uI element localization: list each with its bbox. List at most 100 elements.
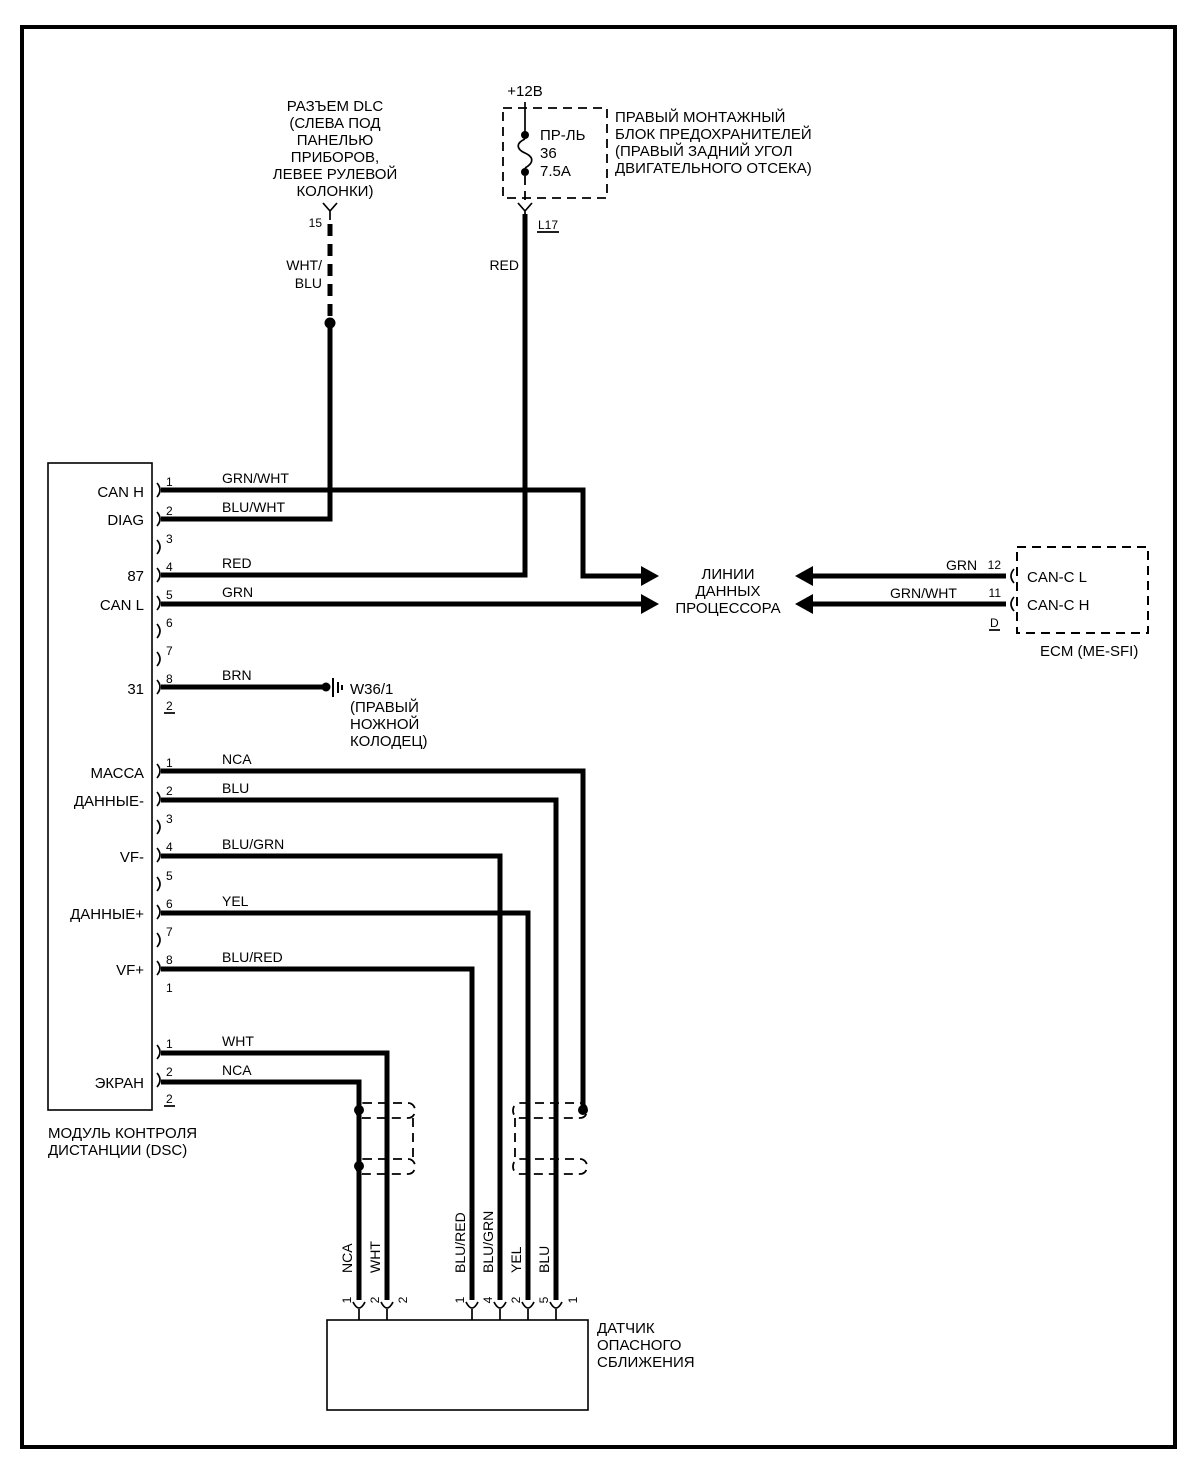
wire-color-label: WHT	[222, 1033, 254, 1049]
terminal-can-h: CAN H	[97, 484, 144, 501]
connector-b-pin-number: 8	[166, 953, 173, 967]
connector-a-pin-symbols	[156, 482, 161, 695]
ground-dot	[321, 682, 331, 692]
fuse-terminal-dot	[521, 168, 529, 176]
fuse-block-label-line: (ПРАВЫЙ ЗАДНИЙ УГОЛ	[615, 142, 792, 160]
wire-massa	[161, 768, 586, 1110]
connector-b-pin-symbols	[156, 763, 161, 976]
connector-b-pin-number: 7	[166, 925, 173, 939]
arrow-left-icon	[795, 566, 813, 586]
connector-a-pin-number: 3	[166, 532, 173, 546]
connector-c-pin-number: 2	[166, 1065, 173, 1079]
connector-a-pin-number: 4	[166, 560, 173, 574]
fuse-wire-color: RED	[489, 257, 519, 273]
ecm-pin-number: 11	[989, 586, 1002, 600]
wire-data-plus	[161, 910, 531, 1300]
ecm-wire-color: GRN	[946, 557, 977, 573]
fuse-terminal-dot	[521, 131, 529, 139]
fuse-name: ПР-ЛЬ	[540, 127, 586, 144]
wire-color-label: YEL	[222, 893, 249, 909]
dlc-label-line: (СЛЕВА ПОД	[289, 115, 380, 132]
dlc-label-line: ЛЕВЕЕ РУЛЕВОЙ	[273, 165, 398, 183]
sensor-connector-id: 2	[396, 1296, 410, 1303]
ground-label-line: (ПРАВЫЙ	[350, 698, 419, 716]
terminal-31: 31	[127, 681, 144, 698]
terminal-diag: DIAG	[107, 512, 144, 529]
ecm-outline	[1016, 546, 1149, 634]
dsc-module-box	[47, 462, 153, 1111]
terminal-massa: МАССА	[90, 765, 144, 782]
sensor-pin-number: 1	[453, 1296, 467, 1303]
connector-a-pin-number: 5	[166, 588, 173, 602]
wire-diag	[161, 323, 333, 522]
sensor-pin-number: 5	[537, 1296, 551, 1303]
ecm-terminal: CAN-C H	[1027, 597, 1090, 614]
arrow-right-icon	[641, 566, 659, 586]
sensor-pin-number: 2	[368, 1296, 382, 1303]
sensor-wire-color: WHT	[367, 1241, 383, 1273]
connector-b-pin-number: 4	[166, 840, 173, 854]
ecm-wire-color: GRN/WHT	[890, 585, 957, 601]
wire-shield-2	[161, 1079, 362, 1300]
connector-b-pin-number: 2	[166, 784, 173, 798]
wire-can-h	[161, 487, 643, 579]
wire-color-label: GRN	[222, 584, 253, 600]
terminal-vf-minus: VF-	[120, 849, 144, 866]
sensor-label-line: СБЛИЖЕНИЯ	[597, 1354, 695, 1371]
l17-connector-id: L17	[538, 218, 558, 232]
dlc-label-line: РАЗЪЕМ DLC	[287, 98, 384, 115]
sensor-pin-number: 1	[340, 1296, 354, 1303]
shield-outline-right	[512, 1102, 588, 1119]
data-lines-label-line: ДАННЫХ	[695, 583, 760, 600]
connector-a-pin-number: 1	[166, 475, 173, 489]
wire-vf-plus	[161, 966, 475, 1300]
dlc-label-line: ПРИБОРОВ,	[291, 149, 379, 166]
connector-b-pin-number: 5	[166, 869, 173, 883]
connector-c-pin-number: 1	[166, 1037, 173, 1051]
shield-splice-dot	[578, 1105, 588, 1115]
dlc-label-line: ПАНЕЛЬЮ	[297, 132, 373, 149]
fuse-block-label-line: ДВИГАТЕЛЬНОГО ОТСЕКА)	[615, 160, 812, 177]
sensor-box	[326, 1319, 589, 1411]
connector-a-pin-number: 6	[166, 616, 173, 630]
wire-color-label: BRN	[222, 667, 252, 683]
wire-color-label: GRN/WHT	[222, 470, 289, 486]
connector-a-id: 2	[166, 699, 173, 713]
ecm-connector-id: D	[990, 616, 999, 630]
dlc-connector-symbol	[322, 202, 338, 220]
shield-outline-right	[512, 1158, 588, 1175]
wire-color-label: BLU/RED	[222, 949, 283, 965]
ecm-pin-symbols	[1010, 568, 1015, 612]
terminal-data-plus: ДАННЫЕ+	[70, 906, 144, 923]
fuse-number: 36	[540, 145, 557, 162]
ground-group: W36/1 (ПРАВЫЙ НОЖНОЙ КОЛОДЕЦ)	[321, 678, 428, 750]
fuse-block-group: +12В ПР-ЛЬ 36 7.5A ПРАВЫЙ МОНТАЖНЫЙ БЛОК…	[489, 83, 811, 273]
ground-label-line: НОЖНОЙ	[350, 715, 419, 733]
ecm-terminal: CAN-C L	[1027, 569, 1087, 586]
data-lines-label-line: ЛИНИИ	[701, 566, 754, 583]
terminal-87: 87	[127, 568, 144, 585]
wire-color-label: BLU	[222, 780, 249, 796]
connector-c-pin-symbols	[156, 1044, 161, 1088]
wire-shield-1	[161, 1050, 390, 1300]
data-lines-group: ЛИНИИ ДАННЫХ ПРОЦЕССОРА	[675, 566, 780, 617]
fuse-icon	[517, 138, 533, 169]
sensor-group: NCA WHT BLU/RED BLU/GRN YEL BLU 1 2 2 1 …	[326, 1211, 695, 1411]
sensor-pin-symbols	[352, 1301, 563, 1320]
arrow-left-icon	[795, 594, 813, 614]
dsc-module-group: CAN H DIAG 87 CAN L 31 МАССА ДАННЫЕ- VF-…	[47, 462, 197, 1159]
fuse-rating: 7.5A	[540, 163, 571, 180]
fuse-block-outline	[502, 107, 608, 199]
fuse-block-label-line: БЛОК ПРЕДОХРАНИТЕЛЕЙ	[615, 125, 812, 143]
ground-icon	[332, 678, 343, 697]
wire-color-label: RED	[222, 555, 252, 571]
dlc-label-line: КОЛОНКИ)	[297, 183, 374, 200]
ecm-group: GRN GRN/WHT 12 11 CAN-C L CAN-C H D ECM …	[795, 546, 1149, 660]
dsc-module-label-line: МОДУЛЬ КОНТРОЛЯ	[48, 1125, 197, 1142]
wire-vf-minus	[161, 853, 503, 1300]
data-lines-label-line: ПРОЦЕССОРА	[675, 600, 780, 617]
connector-b-pin-number: 1	[166, 756, 173, 770]
sensor-wire-color: BLU	[536, 1246, 552, 1273]
diagram-frame	[20, 25, 1177, 1449]
